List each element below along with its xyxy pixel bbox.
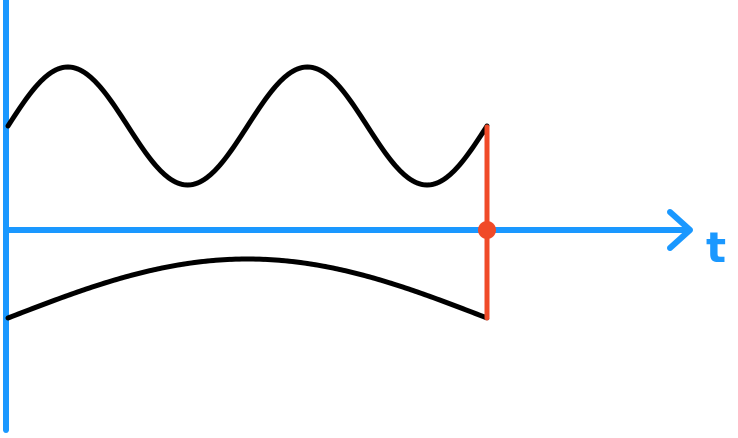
time-axis-arrowhead [667,209,693,251]
time-axis-label: t [706,223,726,272]
upper-wave [5,64,490,188]
marker-dot [478,221,496,239]
lower-wave [5,256,490,321]
